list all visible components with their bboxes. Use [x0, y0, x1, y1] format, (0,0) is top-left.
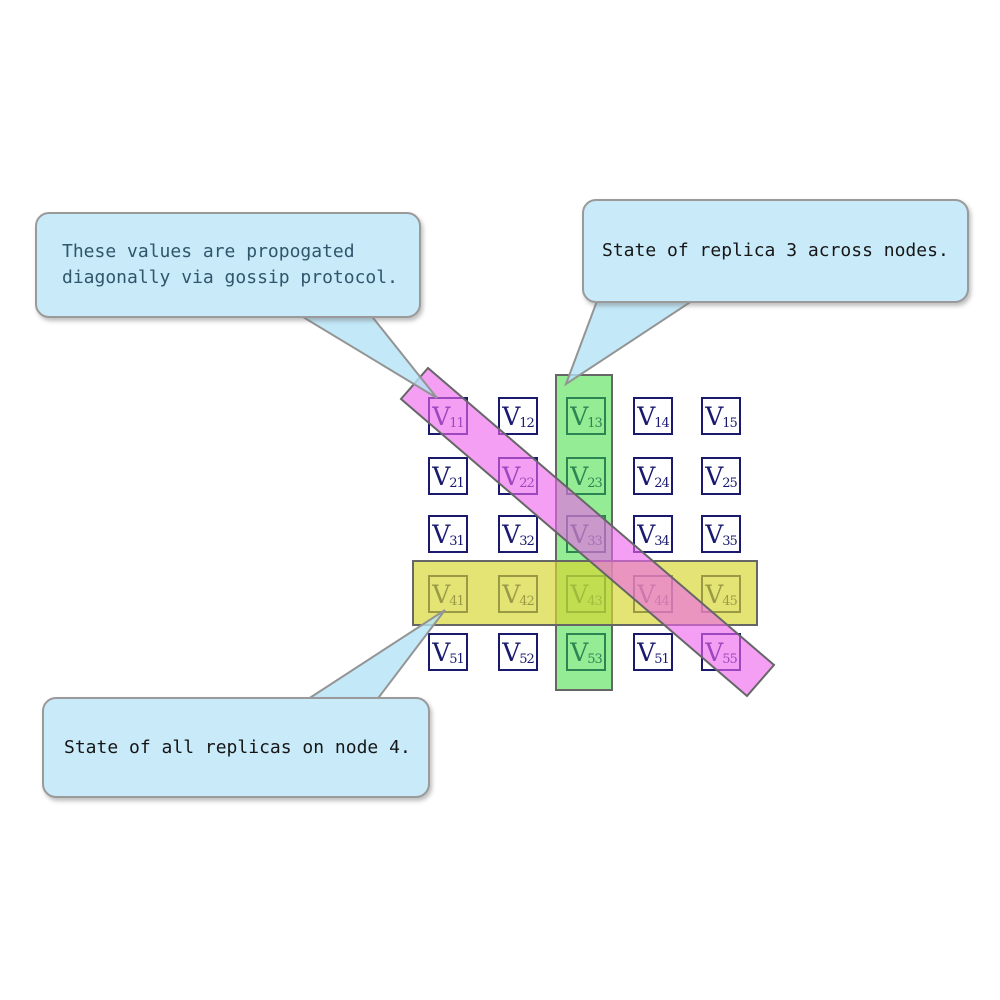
cell-subscript: 52	[519, 651, 535, 667]
cell-symbol: V	[432, 637, 451, 667]
cell-symbol: V	[570, 461, 589, 491]
cell-symbol: V	[432, 579, 451, 609]
cell-symbol: V	[637, 637, 656, 667]
cell-symbol: V	[432, 461, 451, 491]
cell-subscript: 11	[449, 415, 465, 431]
cell-subscript: 51	[449, 651, 465, 667]
cell-subscript: 33	[587, 533, 603, 549]
cell-symbol: V	[570, 637, 589, 667]
cell-subscript: 24	[654, 475, 670, 491]
cell-subscript: 53	[587, 651, 603, 667]
cell-subscript: 15	[722, 415, 738, 431]
cell-symbol: V	[570, 579, 589, 609]
cell-subscript: 44	[654, 593, 670, 609]
cell-subscript: 13	[587, 415, 603, 431]
cell-symbol: V	[570, 519, 589, 549]
callout-text-line: State of all replicas on node 4.	[64, 736, 411, 758]
cell-symbol: V	[637, 519, 656, 549]
callout-text-line: These values are propogated	[62, 241, 355, 262]
cell-symbol: V	[502, 519, 521, 549]
cell-symbol: V	[637, 461, 656, 491]
cell-subscript: 23	[587, 475, 603, 491]
cell-symbol: V	[705, 637, 724, 667]
callout-replica-column: State of replica 3 across nodes.	[582, 199, 969, 303]
cell-subscript: 55	[722, 651, 738, 667]
cell-subscript: 42	[519, 593, 535, 609]
cell-symbol: V	[502, 637, 521, 667]
cell-symbol: V	[570, 401, 589, 431]
callout-text-line: diagonally via gossip protocol.	[62, 267, 398, 288]
cell-subscript: 14	[654, 415, 670, 431]
cell-subscript: 51	[654, 651, 670, 667]
cell-symbol: V	[637, 579, 656, 609]
cell-symbol: V	[705, 579, 724, 609]
cell-subscript: 32	[519, 533, 535, 549]
callout-text-line: State of replica 3 across nodes.	[602, 240, 949, 261]
cell-subscript: 34	[654, 533, 670, 549]
cell-symbol: V	[432, 519, 451, 549]
cell-symbol: V	[705, 401, 724, 431]
cell-subscript: 35	[722, 533, 738, 549]
cell-subscript: 45	[722, 593, 738, 609]
cell-subscript: 25	[722, 475, 738, 491]
cell-symbol: V	[502, 461, 521, 491]
cell-subscript: 31	[449, 533, 465, 549]
cell-symbol: V	[502, 401, 521, 431]
cell-subscript: 21	[449, 475, 465, 491]
cell-symbol: V	[637, 401, 656, 431]
callout-node-row: State of all replicas on node 4.	[42, 697, 430, 798]
callout-gossip-diagonal: These values are propogated diagonally v…	[35, 212, 421, 318]
cell-subscript: 12	[519, 415, 535, 431]
cell-subscript: 43	[587, 593, 603, 609]
cell-symbol: V	[502, 579, 521, 609]
cell-symbol: V	[705, 461, 724, 491]
cell-symbol: V	[432, 401, 451, 431]
cell-subscript: 22	[519, 475, 535, 491]
cell-subscript: 41	[449, 593, 465, 609]
cell-symbol: V	[705, 519, 724, 549]
